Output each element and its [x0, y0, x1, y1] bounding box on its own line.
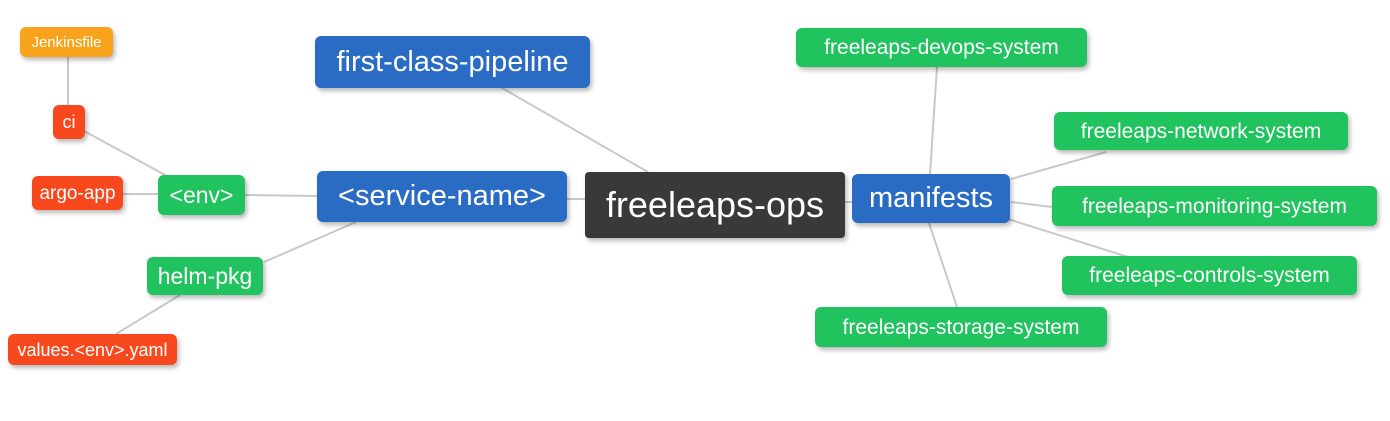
- node-freeleaps-devops-system[interactable]: freeleaps-devops-system: [796, 28, 1087, 67]
- edge-manifests-to-freeleaps-devops-system: [929, 66, 938, 175]
- node-helm-pkg[interactable]: helm-pkg: [147, 257, 263, 295]
- edge-ci-to-env: [83, 130, 168, 177]
- node-manifests[interactable]: manifests: [852, 174, 1010, 223]
- edge-first-class-pipeline-to-freeleaps-ops: [501, 87, 649, 173]
- node-freeleaps-storage-system[interactable]: freeleaps-storage-system: [815, 307, 1107, 347]
- edge-manifests-to-freeleaps-network-system: [1010, 151, 1107, 180]
- edge-manifests-to-freeleaps-storage-system: [928, 222, 958, 308]
- edge-manifests-to-freeleaps-monitoring-system: [1010, 201, 1053, 208]
- node-first-class-pipeline[interactable]: first-class-pipeline: [315, 36, 590, 88]
- node-freeleaps-controls-system[interactable]: freeleaps-controls-system: [1062, 256, 1357, 295]
- node-service-name[interactable]: <service-name>: [317, 171, 567, 222]
- node-jenkinsfile[interactable]: Jenkinsfile: [20, 27, 113, 57]
- node-argo-app[interactable]: argo-app: [32, 176, 123, 210]
- node-env[interactable]: <env>: [158, 175, 245, 215]
- edge-helm-pkg-to-values-env-yaml: [115, 294, 181, 335]
- node-values-env-yaml[interactable]: values.<env>.yaml: [8, 334, 177, 365]
- node-freeleaps-ops[interactable]: freeleaps-ops: [585, 172, 845, 238]
- edge-service-name-to-helm-pkg: [263, 221, 357, 263]
- node-freeleaps-monitoring-system[interactable]: freeleaps-monitoring-system: [1052, 186, 1377, 226]
- edge-manifests-to-freeleaps-controls-system: [1007, 218, 1129, 258]
- node-freeleaps-network-system[interactable]: freeleaps-network-system: [1054, 112, 1348, 150]
- node-ci[interactable]: ci: [53, 105, 85, 139]
- edge-env-to-service-name: [244, 194, 318, 197]
